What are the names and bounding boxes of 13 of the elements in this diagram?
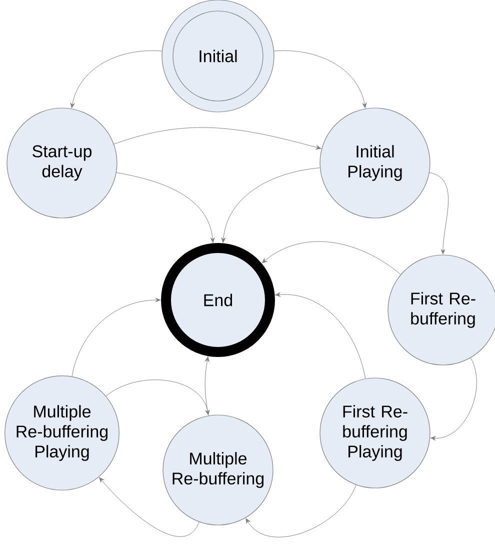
arrow [106, 380, 210, 416]
arrow [221, 168, 320, 243]
arrow [70, 50, 162, 108]
arrow [114, 127, 322, 150]
arrow [429, 172, 448, 254]
arrow [72, 298, 161, 377]
arrow [430, 358, 477, 440]
arrow [99, 477, 200, 537]
arrow [246, 484, 356, 538]
arrow [116, 172, 215, 243]
arrow [275, 292, 366, 379]
arrow [274, 50, 367, 108]
arrow [262, 241, 401, 275]
